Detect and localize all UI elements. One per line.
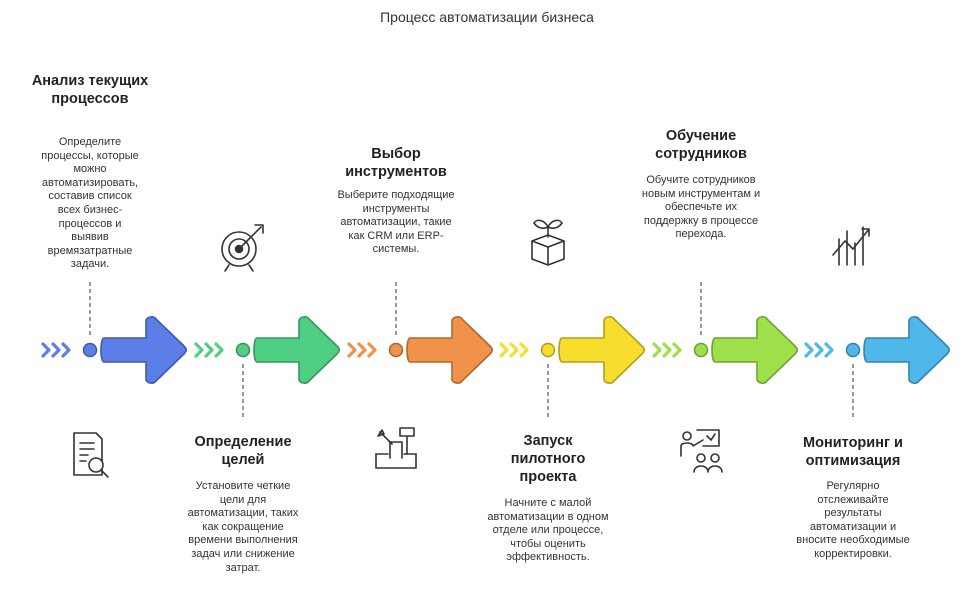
chevron-mark — [499, 342, 509, 358]
chevron-mark — [61, 342, 71, 358]
chevron-mark — [367, 342, 377, 358]
chevron-mark — [41, 342, 51, 358]
step-description: Выберите подходящие инструменты автомати… — [337, 189, 455, 256]
toolbox-icon — [375, 427, 417, 469]
step-title: Мониторинг и оптимизация — [803, 435, 903, 469]
chevron-mark — [672, 342, 682, 358]
chevron-mark — [204, 342, 214, 358]
chevron-mark — [519, 342, 529, 358]
chevron-mark — [357, 342, 367, 358]
step-arrow — [253, 316, 341, 384]
step-description: Обучите сотрудников новым инструментам и… — [641, 174, 761, 241]
timeline-node — [388, 342, 404, 358]
training-icon — [680, 429, 723, 473]
step-title: Запуск пилотного проекта — [510, 433, 586, 485]
growth-chart-icon — [832, 226, 870, 266]
step-description: Начните с малой автоматизации в одном от… — [487, 497, 609, 564]
step-arrow — [558, 316, 646, 384]
timeline-node — [845, 342, 861, 358]
step-arrow — [863, 316, 951, 384]
step-arrow — [100, 316, 188, 384]
step-title: Обучение сотрудников — [655, 128, 747, 162]
chevron-mark — [652, 342, 662, 358]
chevron-mark — [662, 342, 672, 358]
step-description: Установите четкие цели для автоматизации… — [187, 480, 299, 574]
step-title: Анализ текущих процессов — [31, 73, 149, 107]
sprout-box-icon — [531, 219, 565, 266]
chevron-mark — [214, 342, 224, 358]
chevron-mark — [51, 342, 61, 358]
step-description: Регулярно отслеживайте результаты автома… — [796, 480, 910, 560]
timeline-node — [82, 342, 98, 358]
timeline-node — [540, 342, 556, 358]
chevron-mark — [814, 342, 824, 358]
step-arrow — [711, 316, 799, 384]
target-icon — [221, 224, 264, 272]
step-title: Выбор инструментов — [345, 146, 447, 180]
chevron-mark — [509, 342, 519, 358]
page-title: Процесс автоматизации бизнеса — [380, 9, 594, 25]
document-search-icon — [73, 432, 109, 478]
timeline-node — [693, 342, 709, 358]
chevron-mark — [824, 342, 834, 358]
step-description: Определите процессы, которые можно автом… — [41, 136, 139, 271]
timeline-node — [235, 342, 251, 358]
step-title: Определение целей — [194, 434, 292, 468]
step-arrow — [406, 316, 494, 384]
chevron-mark — [347, 342, 357, 358]
chevron-mark — [804, 342, 814, 358]
chevron-mark — [194, 342, 204, 358]
